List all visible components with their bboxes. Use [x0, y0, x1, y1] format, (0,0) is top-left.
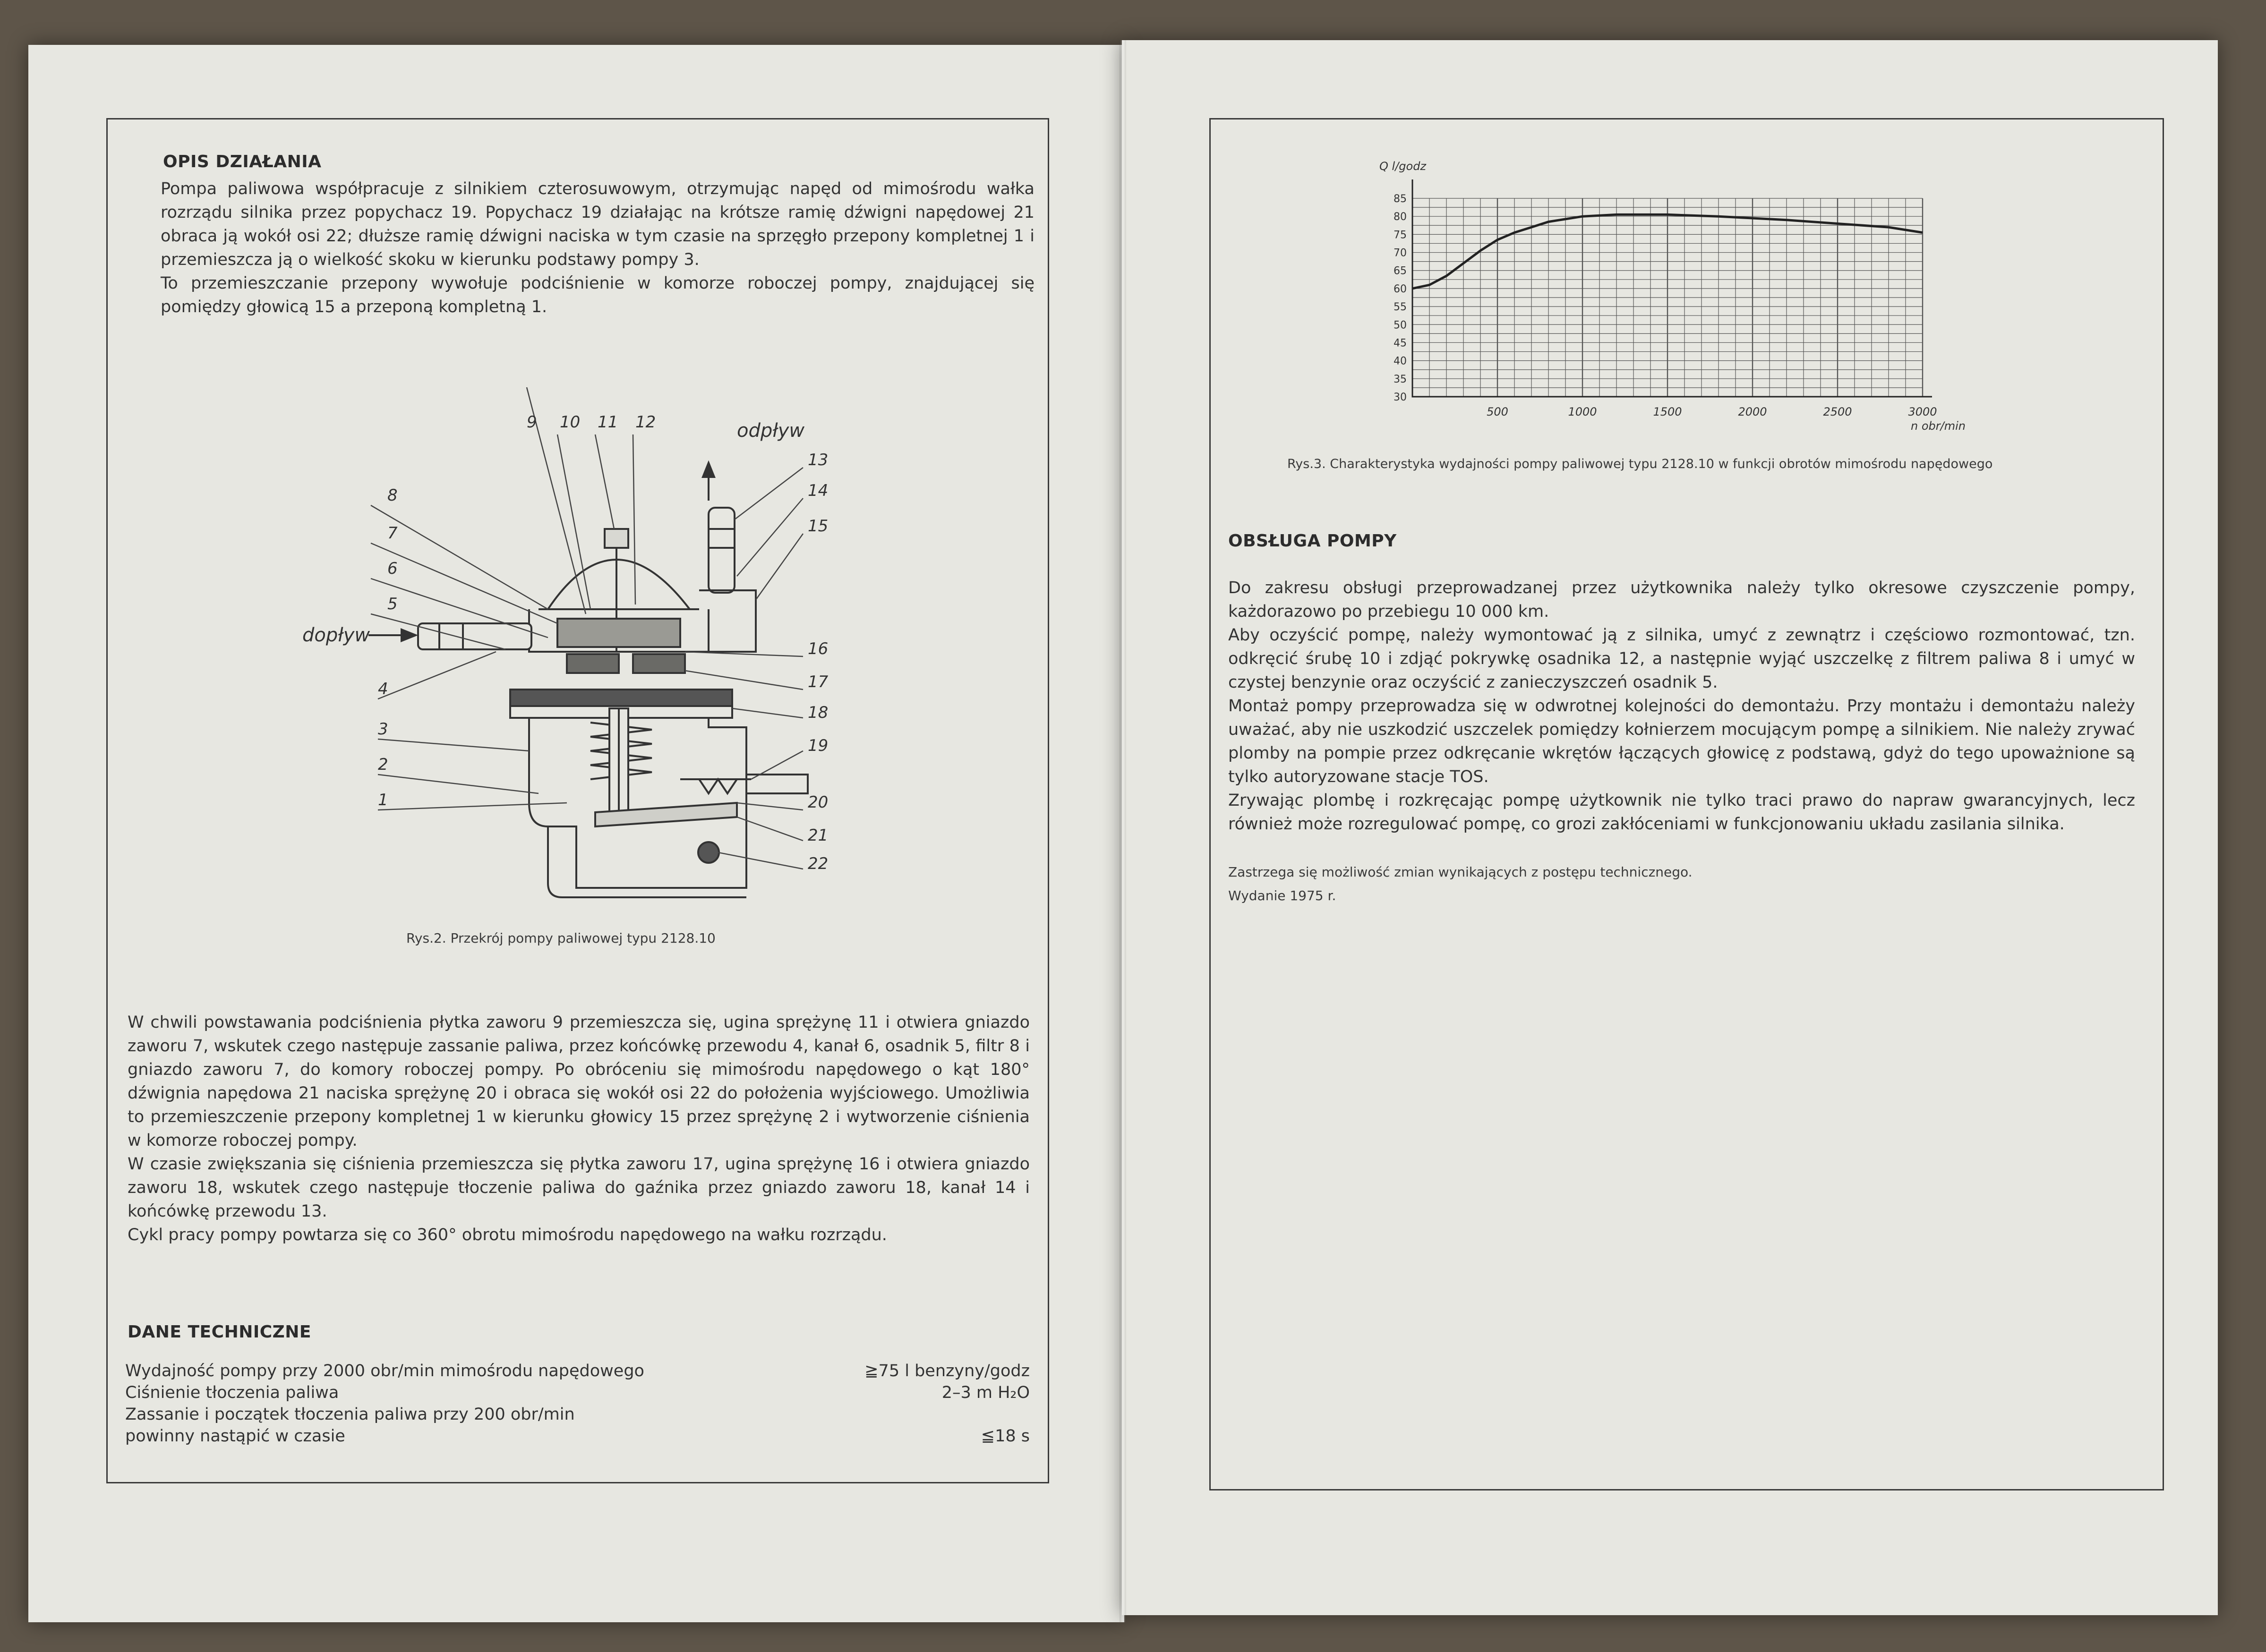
diagram-number: 21 [808, 826, 828, 845]
diagram-number: 19 [808, 736, 828, 755]
pump-capacity-chart: 30 35 40 45 50 55 60 65 70 75 80 85 500 1000 1500 2000… [1379, 160, 1966, 433]
opis-heading: OPIS DZIAŁANIA [163, 152, 322, 171]
diagram-number: 1 [378, 791, 388, 809]
x-tick-label: 2500 [1823, 405, 1852, 418]
outflow-label: odpływ [737, 420, 804, 442]
inflow-label: dopływ [302, 624, 370, 646]
tech-row: powinny nastąpić w czasie ≦18 s [125, 1425, 1030, 1447]
cycle-paragraph: Cykl pracy pompy powtarza się co 360° ob… [128, 1226, 887, 1244]
opis-text: Pompa paliwowa współpracuje z silnikiem … [161, 177, 1035, 319]
y-tick-label: 35 [1394, 374, 1407, 385]
technical-data-table: Wydajność pompy przy 2000 obr/min mimośr… [125, 1360, 1030, 1447]
tech-value: ≦18 s [981, 1427, 1030, 1446]
obsluga-paragraph: Do zakresu obsługi przeprowadzanej przez… [1228, 579, 2135, 621]
chart-y-axis-label: Q l/godz [1379, 160, 1427, 173]
diagram-number: 3 [378, 720, 388, 739]
tech-label: Ciśnienie tłoczenia paliwa [125, 1383, 339, 1402]
tech-label: powinny nastąpić w czasie [125, 1427, 345, 1446]
diagram-number: 9 [527, 413, 537, 432]
obsluga-paragraph: Montaż pompy przeprowadza się w odwrotne… [1228, 697, 2135, 786]
opis-paragraph: To przemieszczanie przepony wywołuje pod… [161, 274, 1035, 316]
tech-row: Zassanie i początek tłoczenia paliwa prz… [125, 1404, 1030, 1425]
diagram-number: 6 [387, 559, 398, 578]
x-tick-label: 2000 [1738, 405, 1767, 418]
cycle-text: W chwili powstawania podciśnienia płytka… [128, 1011, 1030, 1247]
capacity-curve [1412, 213, 1923, 290]
footnote-edition: Wydanie 1975 r. [1228, 888, 1336, 903]
right-sheet [1122, 40, 2218, 1615]
dane-heading: DANE TECHNICZNE [128, 1322, 311, 1342]
y-tick-label: 75 [1394, 229, 1407, 241]
diagram-caption: Rys.2. Przekrój pompy paliwowej typu 212… [406, 930, 716, 946]
diagram-number: 16 [808, 639, 828, 658]
chart-x-ticks: 500 1000 1500 2000 2500 3000 [1487, 405, 1937, 418]
y-tick-label: 30 [1394, 392, 1407, 403]
cover-dome [547, 559, 691, 610]
diagram-number: 4 [378, 680, 388, 698]
y-tick-label: 50 [1394, 319, 1407, 331]
tech-row: Ciśnienie tłoczenia paliwa 2–3 m H₂O [125, 1382, 1030, 1404]
page-fold [1120, 40, 1126, 1622]
obsluga-paragraph: Zrywając plombę i rozkręcając pompę użyt… [1228, 791, 2135, 834]
screw-head [604, 528, 629, 549]
right-page-frame [1209, 118, 2164, 1490]
y-tick-label: 55 [1394, 301, 1407, 313]
tech-value: ≧75 l benzyny/godz [864, 1362, 1030, 1380]
tech-row: Wydajność pompy przy 2000 obr/min mimośr… [125, 1360, 1030, 1382]
y-tick-label: 60 [1394, 283, 1407, 295]
pump-cross-section-diagram: 9 10 11 12 8 7 6 5 4 3 2 1 13 14 15 16 1… [302, 387, 829, 898]
x-tick-label: 3000 [1908, 405, 1937, 418]
left-page-frame [106, 118, 1049, 1483]
diagram-number: 5 [387, 595, 398, 613]
chart-grid [1411, 179, 1932, 398]
cycle-paragraph: W czasie zwiększania się ciśnienia przem… [128, 1155, 1030, 1221]
diagram-number: 15 [808, 517, 828, 536]
x-tick-label: 500 [1487, 405, 1508, 418]
obsluga-heading: OBSŁUGA POMPY [1228, 531, 1397, 551]
diagram-number: 2 [378, 755, 388, 774]
obsluga-text: Do zakresu obsługi przeprowadzanej przez… [1228, 576, 2135, 836]
x-tick-label: 1500 [1653, 405, 1682, 418]
diagram-number: 7 [387, 524, 398, 543]
inflow-pipe [417, 622, 532, 650]
footnote-changes: Zastrzega się możliwość zmian wynikający… [1228, 864, 1693, 880]
diagram-number: 18 [808, 703, 828, 722]
diagram-number: 11 [598, 413, 618, 432]
y-tick-label: 65 [1394, 265, 1407, 277]
outflow-pipe [708, 507, 735, 594]
diagram-number: 8 [387, 486, 398, 505]
diagram-number: 12 [635, 413, 656, 432]
tech-label: Zassanie i początek tłoczenia paliwa prz… [125, 1405, 575, 1424]
x-tick-label: 1000 [1568, 405, 1597, 418]
y-tick-label: 85 [1394, 193, 1407, 205]
y-tick-label: 80 [1394, 211, 1407, 223]
chart-caption: Rys.3. Charakterystyka wydajności pompy … [1287, 457, 1993, 471]
tech-value: 2–3 m H₂O [941, 1383, 1030, 1402]
diagram-number: 22 [808, 854, 828, 873]
tech-label: Wydajność pompy przy 2000 obr/min mimośr… [125, 1362, 644, 1380]
diagram-number: 14 [808, 481, 828, 500]
tech-value [831, 1404, 1030, 1425]
opis-paragraph: Pompa paliwowa współpracuje z silnikiem … [161, 179, 1035, 269]
diagram-number: 17 [808, 673, 829, 691]
chart-y-ticks: 30 35 40 45 50 55 60 65 70 75 80 85 [1394, 193, 1407, 403]
diagram-number: 20 [808, 793, 828, 812]
y-tick-label: 45 [1394, 337, 1407, 349]
diagram-number: 10 [560, 413, 580, 432]
y-tick-label: 70 [1394, 247, 1407, 259]
diagram-number: 13 [808, 451, 828, 469]
chart-x-axis-label: n obr/min [1911, 419, 1966, 433]
y-tick-label: 40 [1394, 356, 1407, 367]
obsluga-paragraph: Aby oczyścić pompę, należy wymontować ją… [1228, 626, 2135, 692]
cycle-paragraph: W chwili powstawania podciśnienia płytka… [128, 1013, 1030, 1150]
chart-axes [1411, 179, 1932, 398]
